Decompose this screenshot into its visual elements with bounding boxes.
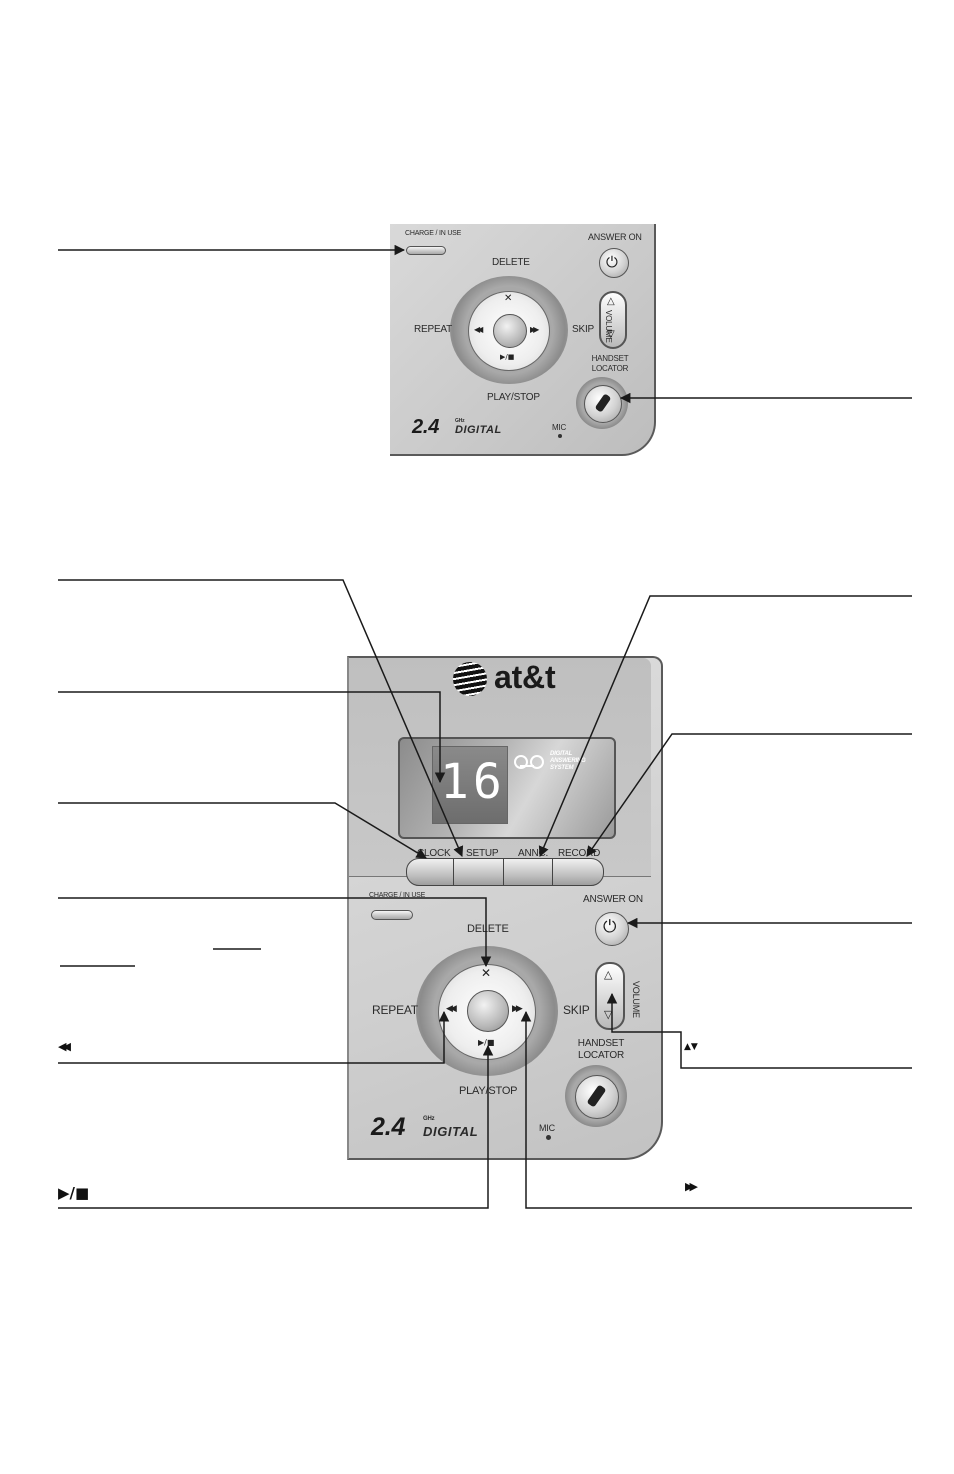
main-digital-label: DIGITAL <box>423 1124 479 1139</box>
main-delete-label: DELETE <box>467 923 509 935</box>
top-volume-rocker[interactable]: △ ▽ <box>599 291 627 349</box>
setup-label: SETUP <box>466 848 499 859</box>
top-rewind-icon[interactable]: ◀◀ <box>474 325 483 334</box>
top-digital-label: DIGITAL <box>455 424 502 436</box>
voicemail-icon <box>514 755 546 769</box>
brand-name: at&t <box>494 659 556 695</box>
callout-delete <box>58 897 492 968</box>
top-answer-on-button[interactable]: ⏻ <box>599 248 629 278</box>
top-charge-indicator <box>406 246 446 255</box>
top-ghz-label: GHz <box>455 418 465 424</box>
callout-digits <box>58 691 446 784</box>
annc-label: ANNC. <box>518 848 549 859</box>
right-updown-icon: ▲▼ <box>684 1042 698 1052</box>
main-mic-hole <box>546 1135 551 1140</box>
setup-button[interactable] <box>453 858 504 886</box>
main-center-button[interactable] <box>467 990 509 1032</box>
power-icon: ⏻ <box>606 253 618 271</box>
main-charge-label: CHARGE / IN USE <box>369 892 426 899</box>
power-icon: ⏻ <box>603 917 617 937</box>
message-count: 16 <box>440 754 506 810</box>
callout-setup <box>58 579 464 857</box>
main-play-stop-icon[interactable]: ▶/■ <box>478 1038 495 1047</box>
top-mic-hole <box>558 434 562 438</box>
top-mic-label: MIC <box>552 423 567 432</box>
volume-down-icon[interactable]: ▽ <box>607 329 615 340</box>
callout-record <box>586 733 912 857</box>
main-handset-locator-label: HANDSET LOCATOR <box>577 1038 625 1061</box>
main-ghz-label: GHz <box>423 1116 435 1122</box>
das-label: DIGITAL ANSWERING SYSTEM <box>550 751 586 771</box>
volume-down-icon[interactable]: ▽ <box>604 1008 613 1021</box>
top-skip-label: SKIP <box>572 324 594 335</box>
main-answer-on-button[interactable]: ⏻ <box>595 912 629 946</box>
top-delete-icon[interactable]: ✕ <box>504 293 513 304</box>
main-forward-icon[interactable]: ▶▶ <box>512 1004 523 1014</box>
callout-volume <box>606 992 912 1069</box>
top-answer-on-label: ANSWER ON <box>588 232 642 242</box>
clock-label: CLOCK <box>417 848 451 859</box>
main-skip-label: SKIP <box>563 1003 590 1017</box>
main-charge-indicator <box>371 910 413 920</box>
main-repeat-label: REPEAT <box>372 1003 418 1017</box>
right-forward-icon: ▶▶ <box>685 1180 698 1193</box>
volume-up-icon[interactable]: △ <box>607 296 615 307</box>
top-play-stop-label: PLAY/STOP <box>487 392 540 403</box>
message-counter <box>432 746 508 824</box>
main-answer-on-label: ANSWER ON <box>583 894 643 905</box>
main-delete-icon[interactable]: ✕ <box>481 966 492 980</box>
main-model-number: 2.4 <box>371 1113 406 1141</box>
main-rewind-icon[interactable]: ◀◀ <box>446 1004 457 1014</box>
top-play-stop-icon[interactable]: ▶/■ <box>500 353 515 361</box>
top-handset-locator-label: HANDSET LOCATOR <box>591 354 629 373</box>
main-handset-locator-button[interactable] <box>575 1075 619 1119</box>
record-label: RECORD <box>558 848 601 859</box>
volume-up-icon[interactable]: △ <box>604 968 613 981</box>
att-globe-logo <box>453 662 487 696</box>
clock-button[interactable] <box>406 858 454 886</box>
callout-rewind <box>58 1010 450 1064</box>
top-forward-icon[interactable]: ▶▶ <box>530 325 539 334</box>
top-handset-locator-button[interactable] <box>584 385 622 423</box>
callout-annc <box>538 595 912 857</box>
top-model-number: 2.4 <box>412 416 440 438</box>
left-play-stop-icon: ▶/■ <box>58 1184 90 1202</box>
annc-button[interactable] <box>503 858 553 886</box>
top-charge-label: CHARGE / IN USE <box>405 230 462 237</box>
record-button[interactable] <box>552 858 604 886</box>
top-delete-label: DELETE <box>492 257 530 268</box>
callout-play-stop <box>58 1044 494 1209</box>
left-rewind-icon: ◀◀ <box>58 1040 71 1053</box>
callout-forward <box>520 1010 912 1209</box>
callout-clock <box>58 802 427 859</box>
top-center-button[interactable] <box>493 314 527 348</box>
top-repeat-label: REPEAT <box>414 324 453 335</box>
main-mic-label: MIC <box>539 1123 555 1133</box>
